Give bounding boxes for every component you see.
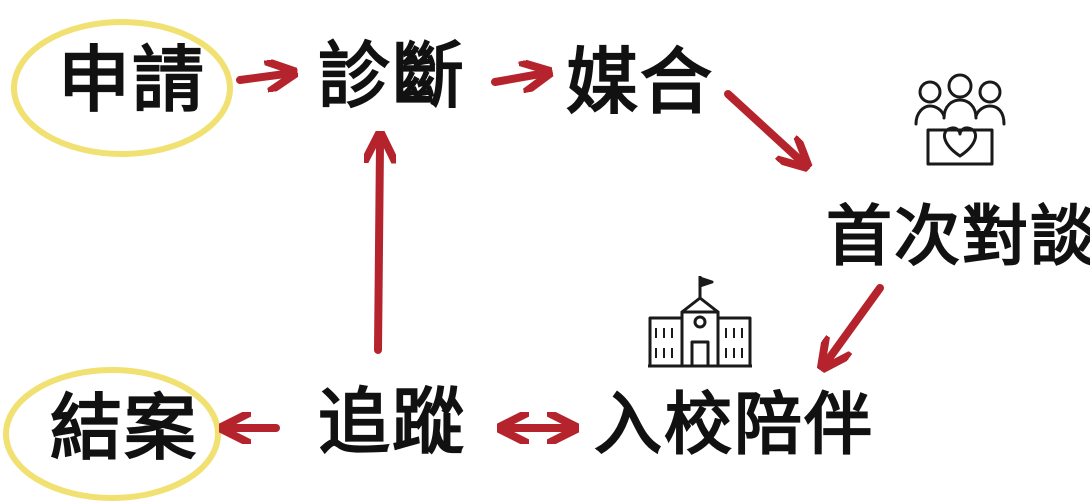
highlight-close <box>3 367 221 501</box>
arrow-apply-to-diagnose <box>236 74 285 80</box>
people-with-heart-icon <box>914 73 1006 166</box>
arrow-first-talk-to-school <box>828 284 884 360</box>
node-match: 媒合 <box>566 40 715 124</box>
node-close: 結案 <box>50 386 199 470</box>
arrow-track-to-diagnose <box>378 144 380 354</box>
school-building-icon <box>648 276 752 368</box>
node-apply: 申請 <box>58 38 207 122</box>
arrow-diagnose-to-match <box>491 74 540 82</box>
node-first-talk: 首次對談 <box>826 198 1090 275</box>
highlight-apply <box>11 19 233 157</box>
node-school-accompany: 入校陪伴 <box>594 386 875 465</box>
node-track: 追蹤 <box>318 380 467 464</box>
node-diagnose: 診斷 <box>318 34 467 118</box>
arrow-match-to-first-talk <box>724 90 800 160</box>
